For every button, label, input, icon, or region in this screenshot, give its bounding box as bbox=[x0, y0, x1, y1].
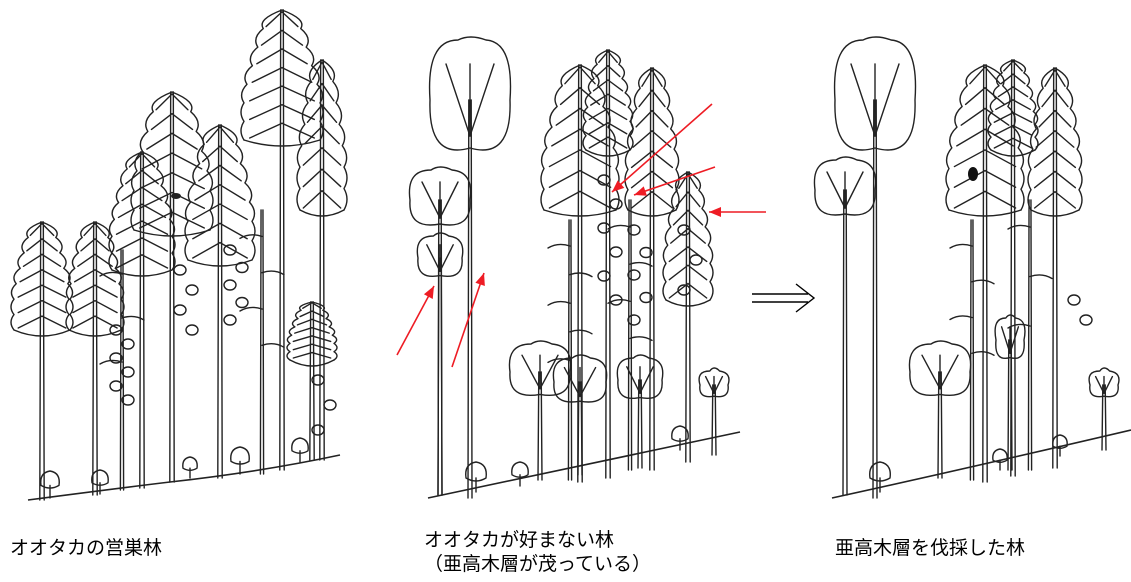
broadleaf-tree bbox=[552, 354, 608, 476]
shrub bbox=[230, 446, 250, 475]
shrub bbox=[869, 461, 891, 493]
conifer-tree bbox=[624, 67, 680, 471]
leaf-clusters bbox=[597, 174, 623, 306]
caption-disliked-forest-title: オオタカが好まない林 bbox=[424, 529, 615, 551]
broadleaf-tree bbox=[994, 314, 1026, 471]
red-arrow bbox=[451, 272, 485, 368]
tree-stem bbox=[607, 199, 653, 471]
leaf-clusters bbox=[311, 374, 337, 436]
leaf-clusters bbox=[109, 324, 135, 406]
shrub bbox=[671, 425, 689, 451]
shrub bbox=[40, 470, 60, 499]
red-arrowhead-icon bbox=[634, 186, 647, 196]
broadleaf-tree bbox=[813, 156, 877, 496]
shrub bbox=[291, 437, 309, 463]
nest-icon bbox=[171, 193, 181, 199]
nest-icon bbox=[968, 167, 978, 181]
conifer-tree bbox=[184, 124, 256, 479]
conifer-tree bbox=[1027, 67, 1083, 469]
broadleaf-tree bbox=[908, 340, 972, 479]
broadleaf-tree bbox=[428, 36, 512, 499]
leaf-clusters bbox=[627, 224, 653, 326]
thinned-forest-panel bbox=[813, 36, 1131, 499]
implies-arrow-icon bbox=[752, 283, 816, 313]
red-arrowhead-icon bbox=[475, 273, 485, 286]
leaf-clusters bbox=[173, 264, 199, 336]
conifer-tree bbox=[108, 151, 176, 489]
leaf-clusters bbox=[677, 224, 703, 296]
leaf-clusters bbox=[1067, 294, 1093, 326]
ground-line bbox=[427, 431, 741, 499]
caption-nesting-forest: オオタカの営巣林 bbox=[10, 537, 163, 559]
conifer-tree bbox=[296, 59, 348, 461]
broadleaf-tree bbox=[416, 232, 464, 496]
red-arrowhead-icon bbox=[709, 207, 721, 217]
conifer-tree bbox=[10, 221, 74, 501]
red-arrow bbox=[611, 103, 713, 193]
shrub bbox=[91, 469, 109, 495]
leaf-clusters bbox=[223, 244, 249, 326]
conifer-tree bbox=[130, 91, 214, 483]
broadleaf-tree bbox=[1088, 367, 1120, 451]
broadleaf-tree bbox=[408, 166, 472, 496]
conifer-tree bbox=[65, 221, 125, 496]
subcanopy-forest-panel bbox=[408, 36, 741, 499]
nesting-forest-panel bbox=[10, 9, 348, 501]
red-arrow bbox=[396, 285, 435, 356]
caption-thinned-forest: 亜高木層を伐採した林 bbox=[835, 537, 1026, 559]
tree-stem bbox=[1007, 199, 1053, 471]
forest-illustration bbox=[10, 9, 1131, 501]
shrub bbox=[465, 461, 487, 493]
broadleaf-tree bbox=[833, 36, 917, 499]
tree-stem bbox=[547, 219, 593, 481]
broadleaf-tree bbox=[698, 367, 730, 456]
shrub bbox=[511, 461, 529, 487]
red-arrows-group bbox=[396, 103, 766, 368]
conifer-tree bbox=[582, 49, 634, 479]
caption-disliked-forest-note: （亜高木層が茂っている） bbox=[424, 553, 652, 575]
red-arrowhead-icon bbox=[423, 286, 434, 299]
broadleaf-tree bbox=[616, 354, 664, 469]
shrub bbox=[182, 456, 198, 479]
shrub bbox=[992, 448, 1008, 471]
tree-stem bbox=[239, 209, 285, 475]
conifer-tree bbox=[286, 301, 338, 461]
conifer-tree bbox=[945, 64, 1025, 483]
red-arrow bbox=[633, 166, 716, 196]
shrub bbox=[1052, 434, 1068, 457]
red-arrowhead-icon bbox=[612, 180, 625, 192]
conifer-tree bbox=[662, 171, 714, 463]
caption-disliked-forest: オオタカが好まない林 （亜高木層が茂っている） bbox=[424, 528, 651, 576]
broadleaf-tree bbox=[508, 340, 572, 481]
tree-stem bbox=[949, 219, 995, 481]
